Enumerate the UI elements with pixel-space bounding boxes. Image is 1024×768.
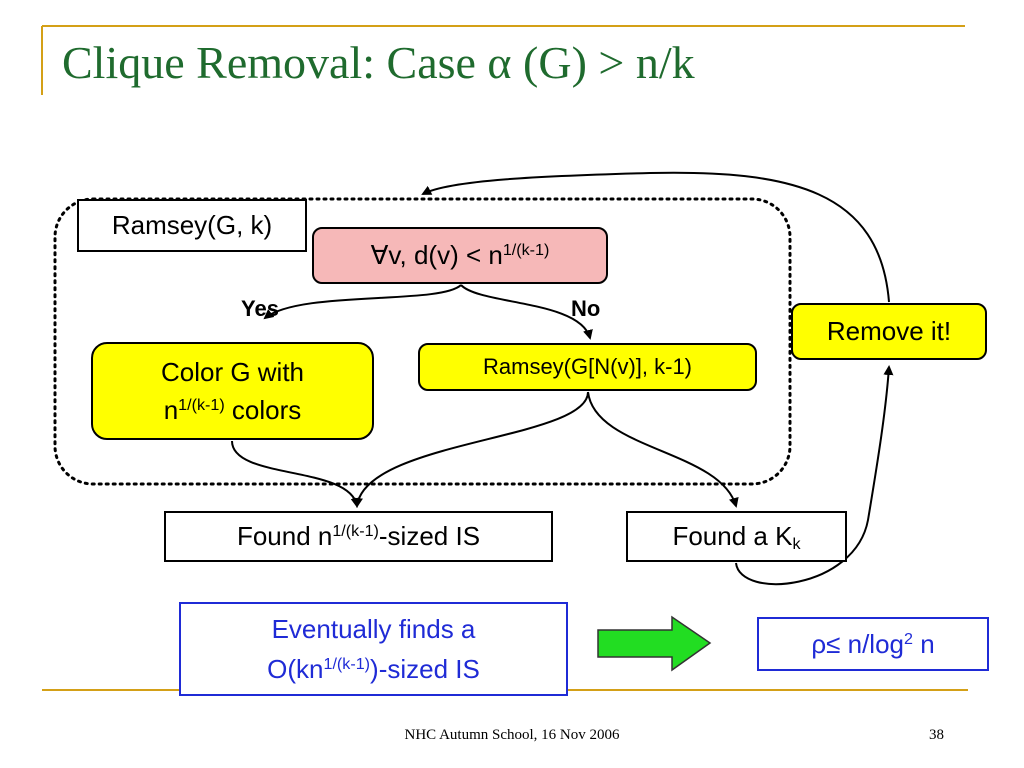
color-graph-box: Color G with n1/(k-1) colors bbox=[91, 342, 374, 440]
found-k-to-remove bbox=[735, 365, 894, 586]
yes-label: Yes bbox=[241, 296, 279, 321]
degree-condition-box: ∀v, d(v) < n1/(k-1) bbox=[312, 227, 608, 284]
color-to-found-is bbox=[231, 440, 361, 508]
recursive-ramsey-text: Ramsey(G[N(v)], k-1) bbox=[483, 354, 692, 379]
color-graph-text: Color G with n1/(k-1) colors bbox=[160, 357, 305, 425]
ramsey-label-text: Ramsey(G, k) bbox=[111, 210, 273, 240]
ramsey-label: Ramsey(G, k) bbox=[77, 199, 307, 252]
eventually-box: Eventually finds a O(kn1/(k-1))-sized IS bbox=[179, 602, 568, 696]
slide-title: Clique Removal: Case α (G) > n/k bbox=[62, 37, 695, 88]
remove-it-text: Remove it! bbox=[826, 316, 952, 346]
remove-it-box: Remove it! bbox=[791, 303, 987, 360]
ramsey-to-found-is bbox=[353, 391, 589, 508]
approximation-ratio-text: ρ≤ n/log2 n bbox=[811, 628, 935, 659]
degree-condition-text: ∀v, d(v) < n1/(k-1) bbox=[370, 240, 550, 270]
approximation-ratio-box: ρ≤ n/log2 n bbox=[757, 617, 989, 671]
page-number: 38 bbox=[929, 727, 944, 743]
found-clique-text: Found a Kk bbox=[672, 521, 801, 554]
yes-connector bbox=[263, 284, 462, 320]
no-connector bbox=[460, 284, 593, 340]
recursive-ramsey-box: Ramsey(G[N(v)], k-1) bbox=[418, 343, 757, 391]
footer-text: NHC Autumn School, 16 Nov 2006 bbox=[404, 727, 620, 743]
remove-to-ramsey bbox=[421, 171, 890, 303]
ramsey-region bbox=[53, 197, 792, 486]
no-label: No bbox=[571, 296, 601, 321]
eventually-text: Eventually finds a O(kn1/(k-1))-sized IS bbox=[267, 614, 480, 684]
implies-arrow bbox=[597, 615, 712, 672]
found-is-text: Found n1/(k-1)-sized IS bbox=[236, 521, 481, 551]
found-clique-box: Found a Kk bbox=[626, 511, 847, 562]
found-is-box: Found n1/(k-1)-sized IS bbox=[164, 511, 553, 562]
ramsey-to-found-k bbox=[587, 391, 739, 508]
